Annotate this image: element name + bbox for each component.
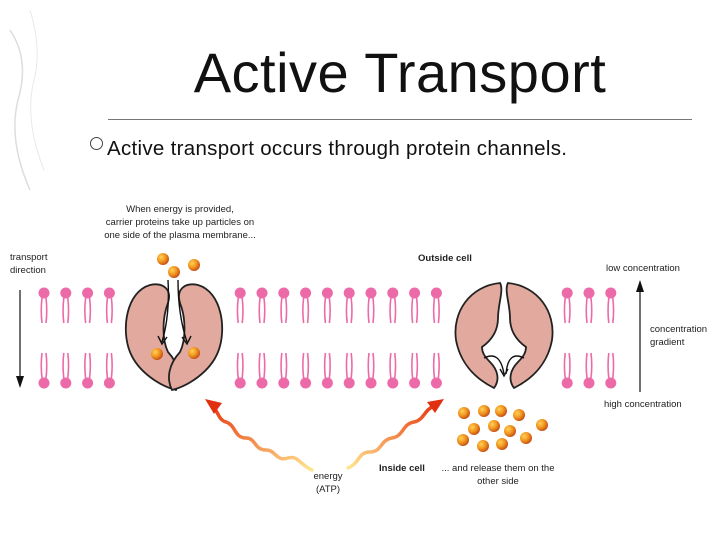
phospholipid [343, 352, 355, 389]
membrane-bottom-layer [38, 352, 617, 389]
slide-edge-decoration [9, 9, 45, 191]
phospholipid [365, 352, 377, 389]
title-divider [108, 119, 692, 120]
particle-entry-arrow-b [177, 279, 188, 343]
particle [477, 440, 489, 452]
phospholipid [561, 352, 573, 389]
phospholipid [234, 352, 246, 389]
phospholipid [583, 352, 595, 389]
slide-title: Active Transport [193, 41, 607, 104]
bullet-item: Active transport occurs through protein … [90, 137, 567, 161]
phospholipid [321, 352, 333, 389]
particle [496, 438, 508, 450]
particle [513, 409, 525, 421]
carrier-caption-line: one side of the plasma membrane... [104, 230, 256, 241]
phospholipid [278, 352, 290, 389]
particle [157, 253, 169, 265]
particle-entry-arrow-b-head [181, 335, 192, 346]
carrier-protein-right-half-b [505, 282, 554, 390]
carrier-caption-line: carrier proteins take up particles on [105, 217, 255, 228]
release-caption: ... and release them on the other side [441, 463, 555, 487]
energy-wave-left [205, 399, 314, 472]
phospholipid [430, 287, 442, 324]
carrier-caption: When energy is provided, carrier protein… [103, 203, 257, 242]
particle [188, 259, 200, 271]
phospholipid [300, 352, 312, 389]
concentration-gradient-arrow [636, 280, 644, 392]
particle [536, 419, 548, 431]
phospholipid [605, 352, 617, 389]
phospholipid [82, 287, 94, 324]
phospholipid [256, 287, 268, 324]
carrier-protein-right-half-a [454, 282, 503, 390]
carrier-protein-left-half-b [168, 283, 224, 392]
particle [478, 405, 490, 417]
particle-entry-arrow-a [161, 279, 170, 343]
phospholipid [278, 287, 290, 324]
phospholipid [82, 352, 94, 389]
phospholipid [38, 287, 50, 324]
phospholipid [103, 287, 115, 324]
phospholipid [234, 287, 246, 324]
particle [488, 420, 500, 432]
inside-cell-label: Inside cell [379, 463, 425, 474]
carrier-protein-left [124, 279, 224, 392]
high-concentration-label: high concentration [604, 399, 682, 410]
particle [520, 432, 532, 444]
bullet-circle-icon [90, 137, 103, 150]
phospholipid [343, 287, 355, 324]
phospholipid [409, 352, 421, 389]
particle [168, 266, 180, 278]
phospholipid [561, 287, 573, 324]
phospholipid [60, 352, 72, 389]
energy-wave-right [346, 399, 444, 470]
phospholipid [365, 287, 377, 324]
phospholipid [321, 287, 333, 324]
phospholipid [256, 352, 268, 389]
low-concentration-label: low concentration [606, 263, 680, 274]
concentration-gradient-label: concentration gradient [650, 324, 708, 348]
particle [151, 348, 163, 360]
phospholipid [38, 352, 50, 389]
particles-outside [157, 253, 200, 278]
carrier-protein-right [454, 282, 554, 390]
phospholipid [430, 352, 442, 389]
phospholipid [387, 352, 399, 389]
energy-arrow-right-head [427, 399, 444, 413]
particles-inside [457, 405, 548, 452]
particle [504, 425, 516, 437]
carrier-caption-line: When energy is provided, [126, 204, 234, 215]
phospholipid [300, 287, 312, 324]
outside-cell-label: Outside cell [418, 253, 472, 264]
particles-bound-left [151, 347, 200, 360]
phospholipid [387, 287, 399, 324]
phospholipid [583, 287, 595, 324]
phospholipid [409, 287, 421, 324]
particle [495, 405, 507, 417]
particle-exit-arrow-b [505, 355, 525, 375]
particle [188, 347, 200, 359]
transport-direction-arrow [16, 290, 24, 388]
particle-entry-arrow-a-head [157, 335, 168, 346]
transport-direction-label: transport direction [10, 252, 48, 276]
phospholipid [605, 287, 617, 324]
phospholipid [60, 287, 72, 324]
particle [457, 434, 469, 446]
phospholipid [103, 352, 115, 389]
energy-atp-label: energy (ATP) [313, 471, 343, 495]
energy-arrow-left-head [205, 399, 222, 414]
membrane-top-layer [38, 287, 617, 324]
particle [458, 407, 470, 419]
particle-exit-arrow-a [483, 355, 505, 375]
bullet-text: Active transport occurs through protein … [107, 137, 568, 160]
particle [468, 423, 480, 435]
